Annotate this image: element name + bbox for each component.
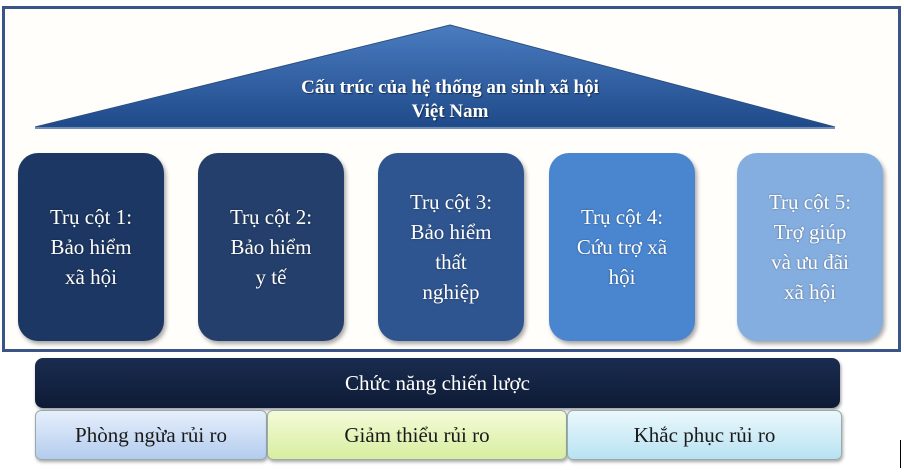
pillar-2-line: Trụ cột 2: [229,205,313,229]
pillar-1-line: xã hội [65,265,117,289]
function-risk-recovery: Khắc phục rủi ro [567,410,842,460]
pillar-3: Trụ cột 3: Bảo hiểm thất nghiệp [378,153,524,341]
title-line-2: Việt Nam [411,101,489,122]
text-cursor [900,440,901,468]
pillar-3-line: Trụ cột 3: [409,190,493,214]
function-risk-mitigation: Giảm thiểu rủi ro [267,410,567,460]
function-risk-prevention: Phòng ngừa rủi ro [35,410,267,460]
pillar-5-line: xã hội [784,280,836,304]
title-line-1: Cấu trúc của hệ thống an sinh xã hội [301,77,599,98]
pillar-3-line: nghiệp [422,280,480,304]
pillar-4: Trụ cột 4: Cứu trợ xã hội [549,153,695,341]
pillar-5: Trụ cột 5: Trợ giúp và ưu đãi xã hội [737,153,883,341]
pillar-4-line: Trụ cột 4: [580,205,664,229]
diagram-title: Cấu trúc của hệ thống an sinh xã hội Việ… [200,76,700,124]
pillar-4-line: hội [608,265,636,289]
pillar-5-line: và ưu đãi [771,250,849,274]
pillar-2: Trụ cột 2: Bảo hiểm y tế [198,153,344,341]
pillar-3-line: thất [435,250,467,274]
pillar-2-line: Bảo hiểm [230,235,312,259]
pillar-5-line: Trụ cột 5: [768,190,852,214]
pillar-4-line: Cứu trợ xã [576,235,668,259]
roof-triangle [34,24,836,129]
pillar-2-line: y tế [255,265,287,289]
strategic-function-bar: Chức năng chiến lược [35,358,840,408]
pillar-5-line: Trợ giúp [773,220,847,244]
pillar-1-line: Bảo hiểm [50,235,132,259]
pillar-1: Trụ cột 1: Bảo hiểm xã hội [18,153,164,341]
pillar-1-line: Trụ cột 1: [49,205,133,229]
pillar-3-line: Bảo hiểm [410,220,492,244]
